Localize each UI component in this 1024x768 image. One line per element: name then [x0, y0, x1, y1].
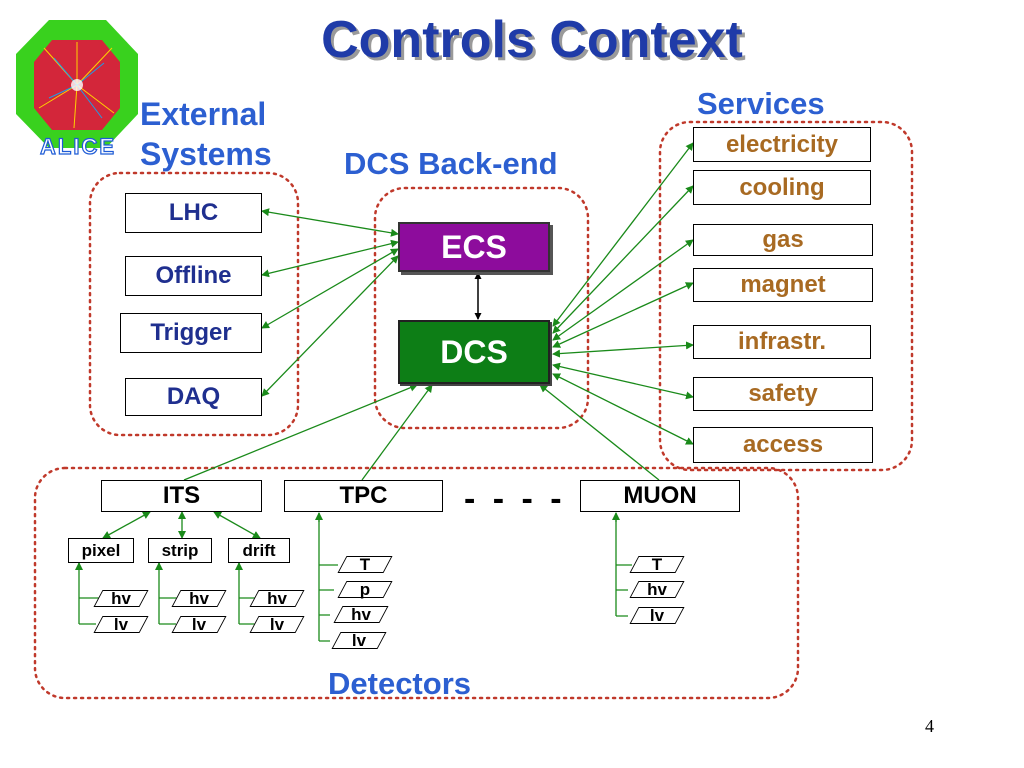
tpc-t-channel[interactable]: T [337, 554, 393, 574]
arrow-daq-ecs [261, 255, 399, 397]
arrow-muon-dcs [539, 384, 660, 481]
its-drift-box[interactable]: drift [228, 538, 290, 563]
tpc-lv-channel[interactable]: lv [331, 630, 387, 650]
external-offline-box[interactable]: Offline [125, 256, 262, 296]
arrow-offline-ecs [261, 239, 399, 278]
external-lhc-box[interactable]: LHC [125, 193, 262, 233]
page-number: 4 [925, 716, 934, 736]
arrow-safety-dcs [552, 362, 694, 400]
drift-lv-label: lv [269, 614, 285, 634]
muon-lv-channel[interactable]: lv [629, 605, 685, 625]
tpc-p-channel[interactable]: p [337, 579, 393, 599]
arrow-tpc-dcs [361, 384, 433, 481]
service-gas-box[interactable]: gas [693, 224, 873, 256]
pixel-hv-label: hv [111, 588, 131, 608]
backend-label: DCS Back-end [344, 146, 558, 181]
page-title: Controls Context [321, 11, 743, 69]
muon-t-label: T [651, 554, 663, 574]
muon-lv-label: lv [649, 605, 665, 625]
arrow-its-dcs [183, 383, 418, 481]
services-label: Services [697, 86, 825, 121]
arrow-lhc-ecs [261, 208, 399, 237]
dcs-box[interactable]: DCS [398, 320, 550, 384]
tree-muon [615, 513, 632, 617]
its-strip-box[interactable]: strip [148, 538, 212, 563]
detector-muon-box[interactable]: MUON [580, 480, 740, 512]
detectors-ellipsis: - - - - [464, 480, 566, 518]
drift-lv-channel[interactable]: lv [249, 614, 305, 634]
arrow-cooling-dcs [552, 185, 694, 334]
arrow-gas-dcs [552, 239, 694, 341]
detectors-group-border [33, 466, 800, 700]
service-magnet-box[interactable]: magnet [693, 268, 873, 302]
strip-lv-channel[interactable]: lv [171, 614, 227, 634]
strip-hv-label: hv [189, 588, 209, 608]
arrow-trigger-ecs [261, 248, 399, 329]
arrow-its-pixel [102, 511, 151, 539]
service-safety-box[interactable]: safety [693, 377, 873, 411]
tpc-t-label: T [359, 554, 371, 574]
service-cooling-box[interactable]: cooling [693, 170, 871, 205]
muon-hv-label: hv [647, 579, 667, 599]
drift-hv-channel[interactable]: hv [249, 588, 305, 608]
arrow-infrastr-dcs [552, 341, 694, 358]
tpc-hv-label: hv [351, 604, 371, 624]
arrow-its-drift [213, 511, 261, 539]
drift-hv-label: hv [267, 588, 287, 608]
arrow-access-dcs [552, 373, 694, 445]
alice-logo-text: ALICE [40, 134, 116, 158]
service-access-box[interactable]: access [693, 427, 873, 463]
alice-logo: ALICE [16, 20, 138, 158]
strip-lv-label: lv [191, 614, 207, 634]
arrow-electricity-dcs [552, 142, 694, 327]
pixel-lv-channel[interactable]: lv [93, 614, 149, 634]
service-infrastr-box[interactable]: infrastr. [693, 325, 871, 359]
muon-t-channel[interactable]: T [629, 554, 685, 574]
pixel-hv-channel[interactable]: hv [93, 588, 149, 608]
ecs-box[interactable]: ECS [398, 222, 550, 272]
its-pixel-box[interactable]: pixel [68, 538, 134, 563]
pixel-lv-label: lv [113, 614, 129, 634]
tree-tpc [318, 513, 338, 642]
external-daq-box[interactable]: DAQ [125, 378, 262, 416]
external-trigger-box[interactable]: Trigger [120, 313, 262, 353]
arrow-magnet-dcs [552, 282, 694, 348]
service-electricity-box[interactable]: electricity [693, 127, 871, 162]
strip-hv-channel[interactable]: hv [171, 588, 227, 608]
detectors-label: Detectors [328, 666, 471, 701]
external-systems-label: External Systems [140, 96, 272, 172]
tpc-p-label: p [359, 579, 371, 599]
detector-its-box[interactable]: ITS [101, 480, 262, 512]
muon-hv-channel[interactable]: hv [629, 579, 685, 599]
tpc-hv-channel[interactable]: hv [333, 604, 389, 624]
tree-pixel [78, 563, 100, 625]
tpc-lv-label: lv [351, 630, 367, 650]
detector-tpc-box[interactable]: TPC [284, 480, 443, 512]
